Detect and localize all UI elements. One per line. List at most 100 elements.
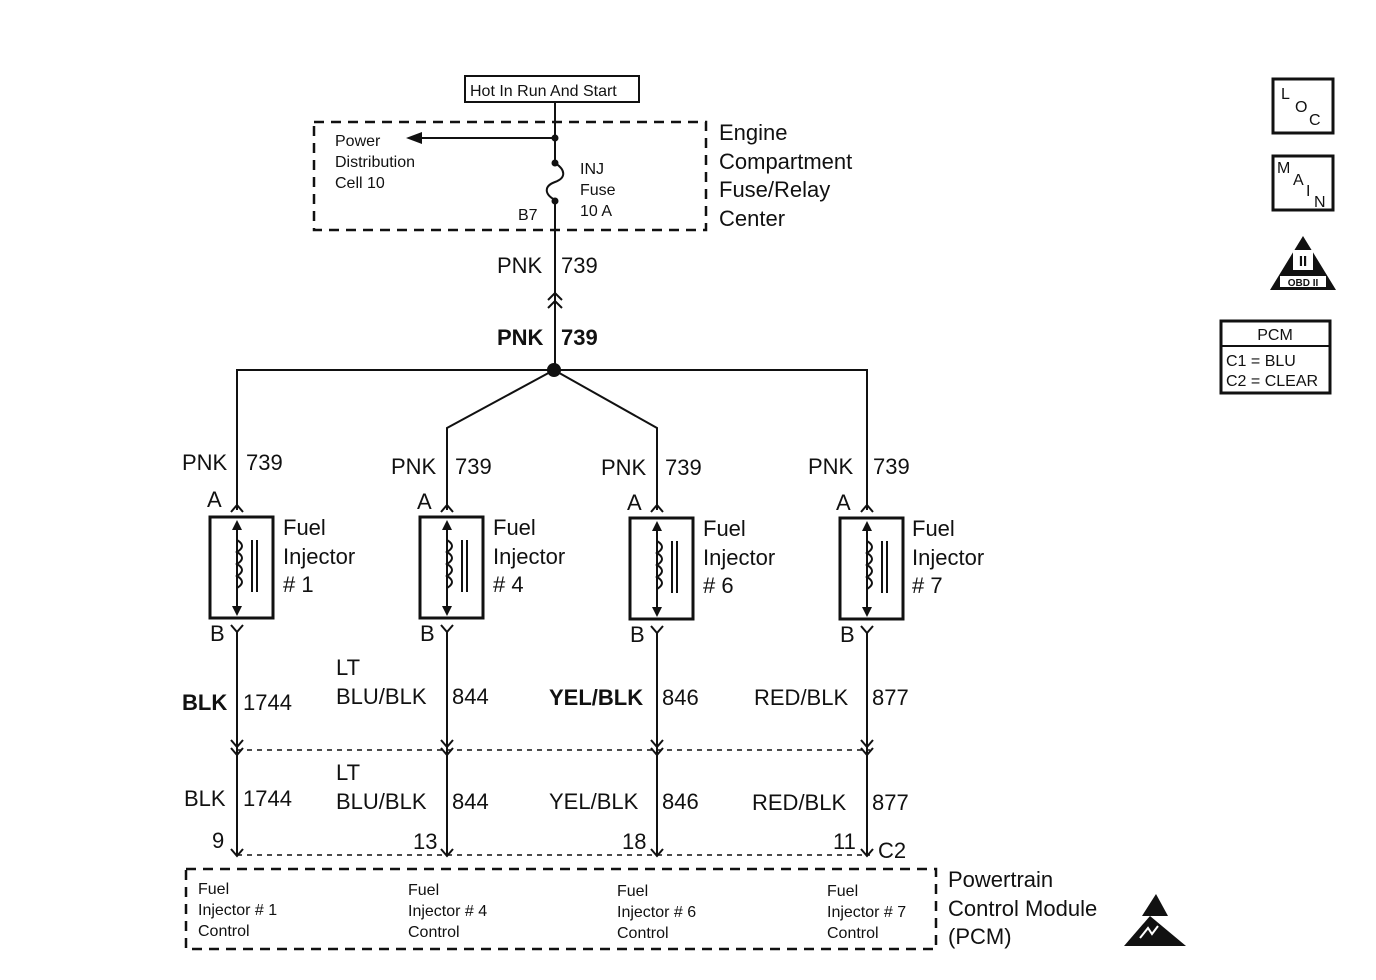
injector-7-out-circuit: 877 <box>872 685 909 710</box>
main-icon: M A I N <box>1271 154 1335 212</box>
pcm-connector-key: PCM C1 = BLU C2 = CLEAR <box>1219 319 1332 395</box>
injector-4-pcm-color: BLU/BLK <box>336 789 427 814</box>
injector-1: PNK 739 A Fuel Injector # 1 B BLK 1744 B… <box>182 450 355 858</box>
pcm-label-7-line-3: Control <box>827 925 879 942</box>
injector-1-out-circuit: 1744 <box>243 690 292 715</box>
injector-7-pcm-pin: 11 <box>833 829 856 854</box>
fuse-line-1: INJ <box>580 161 604 178</box>
loc-letter-o: O <box>1295 99 1307 116</box>
coil-icon <box>235 539 243 589</box>
injector-4: PNK 739 A Fuel Injector # 4 B LT BLU/BLK… <box>336 454 565 858</box>
injector-7-out-color: RED/BLK <box>754 685 848 710</box>
pcm-label-7-line-1: Fuel <box>827 883 858 900</box>
injector-1-feed-color: PNK <box>182 450 228 475</box>
injector-6-pin-a: A <box>627 490 642 515</box>
injector-4-feed-circuit: 739 <box>455 454 492 479</box>
pcm-key-c1: C1 = BLU <box>1226 353 1296 370</box>
pcm-title-1: Powertrain <box>948 867 1053 892</box>
injector-1-pcm-pin: 9 <box>212 828 224 853</box>
injector-6: PNK 739 A Fuel Injector # 6 B YEL/BLK 84… <box>549 455 775 858</box>
pcm-label-1-line-1: Fuel <box>198 881 229 898</box>
injector-6-feed-color: PNK <box>601 455 647 480</box>
injector-1-pcm-circuit: 1744 <box>243 786 292 811</box>
coil-icon <box>445 539 453 589</box>
branch-wires <box>236 369 868 510</box>
coil-icon <box>655 540 663 590</box>
arrow-left-icon <box>406 132 422 144</box>
injector-7-feed-color: PNK <box>808 454 854 479</box>
esd-warning-icon <box>1124 894 1186 946</box>
injector-6-pcm-pin: 18 <box>622 829 646 854</box>
injector-6-pcm-circuit: 846 <box>662 789 699 814</box>
injector-4-name-1: Fuel <box>493 515 536 540</box>
injector-6-name-1: Fuel <box>703 516 746 541</box>
power-source-text: Hot In Run And Start <box>470 83 617 100</box>
pcm-title-2: Control Module <box>948 896 1097 921</box>
coil-icon <box>865 540 873 590</box>
injector-6-name-2: Injector <box>703 545 775 570</box>
power-dist-line-1: Power <box>335 133 381 150</box>
fuse-center-title-1: Engine <box>719 120 788 145</box>
pcm-label-1-line-3: Control <box>198 923 250 940</box>
fuse-line-2: Fuse <box>580 182 616 199</box>
obd-text: OBD II <box>1288 278 1319 289</box>
injector-4-pin-b: B <box>420 621 435 646</box>
injector-4-feed-color: PNK <box>391 454 437 479</box>
injector-1-pcm-color: BLK <box>184 786 226 811</box>
loc-letter-l: L <box>1281 86 1290 103</box>
loc-icon: L O C <box>1271 77 1335 135</box>
injector-6-out-circuit: 846 <box>662 685 699 710</box>
injector-1-pin-a: A <box>207 487 222 512</box>
injector-4-pcm-circuit: 844 <box>452 789 489 814</box>
pcm-label-4-line-1: Fuel <box>408 882 439 899</box>
power-source-label: Hot In Run And Start <box>464 75 640 103</box>
main-wire-circuit-2: 739 <box>561 325 598 350</box>
power-dist-line-2: Distribution <box>335 154 415 171</box>
injector-4-out-color-lt: LT <box>336 655 360 680</box>
injector-4-name-2: Injector <box>493 544 565 569</box>
injector-1-name-2: Injector <box>283 544 355 569</box>
injector-7-name-1: Fuel <box>912 516 955 541</box>
injector-6-pcm-color: YEL/BLK <box>549 789 639 814</box>
injector-7-pin-b: B <box>840 622 855 647</box>
main-wire-color-1: PNK <box>497 253 543 278</box>
injector-6-out-color: YEL/BLK <box>549 685 643 710</box>
pcm-connector-label: C2 <box>878 838 906 863</box>
pcm-label-1-line-2: Injector # 1 <box>198 902 277 919</box>
main-letter-n: N <box>1314 194 1326 211</box>
injector-6-name-3: # 6 <box>703 573 734 598</box>
pcm-label-4-line-3: Control <box>408 924 460 941</box>
injector-7-name-2: Injector <box>912 545 984 570</box>
main-letter-a: A <box>1293 172 1304 189</box>
fuse-icon <box>545 162 565 201</box>
injector-1-pin-b: B <box>210 621 225 646</box>
pcm-key-title: PCM <box>1257 327 1293 344</box>
injector-7-pcm-color: RED/BLK <box>752 790 846 815</box>
main-letter-m: M <box>1277 160 1290 177</box>
injector-1-name-1: Fuel <box>283 515 326 540</box>
pcm-label-7-line-2: Injector # 7 <box>827 904 906 921</box>
injector-4-name-3: # 4 <box>493 572 524 597</box>
fuse-terminal: B7 <box>518 207 538 224</box>
injector-7-feed-circuit: 739 <box>873 454 910 479</box>
injector-7-pin-a: A <box>836 490 851 515</box>
injector-7: PNK 739 A Fuel Injector # 7 B RED/BLK 87… <box>752 454 984 858</box>
injector-7-pcm-circuit: 877 <box>872 790 909 815</box>
injector-4-out-color: BLU/BLK <box>336 684 427 709</box>
pcm-module: Fuel Injector # 1 Control Fuel Injector … <box>184 867 1097 951</box>
main-feed-wire: PNK 739 PNK 739 <box>497 201 598 377</box>
injector-6-pin-b: B <box>630 622 645 647</box>
obd-numeral: II <box>1299 253 1307 270</box>
injector-1-name-3: # 1 <box>283 572 314 597</box>
pcm-key-c2: C2 = CLEAR <box>1226 373 1318 390</box>
pcm-title-3: (PCM) <box>948 924 1012 949</box>
pcm-label-6-line-1: Fuel <box>617 883 648 900</box>
injector-4-pcm-pin: 13 <box>413 829 437 854</box>
fuse-center-title-3: Fuse/Relay <box>719 177 830 202</box>
injector-4-pin-a: A <box>417 489 432 514</box>
loc-letter-c: C <box>1309 112 1321 129</box>
fuse-center-title-4: Center <box>719 206 785 231</box>
pcm-label-4-line-2: Injector # 4 <box>408 903 487 920</box>
injector-7-name-3: # 7 <box>912 573 943 598</box>
